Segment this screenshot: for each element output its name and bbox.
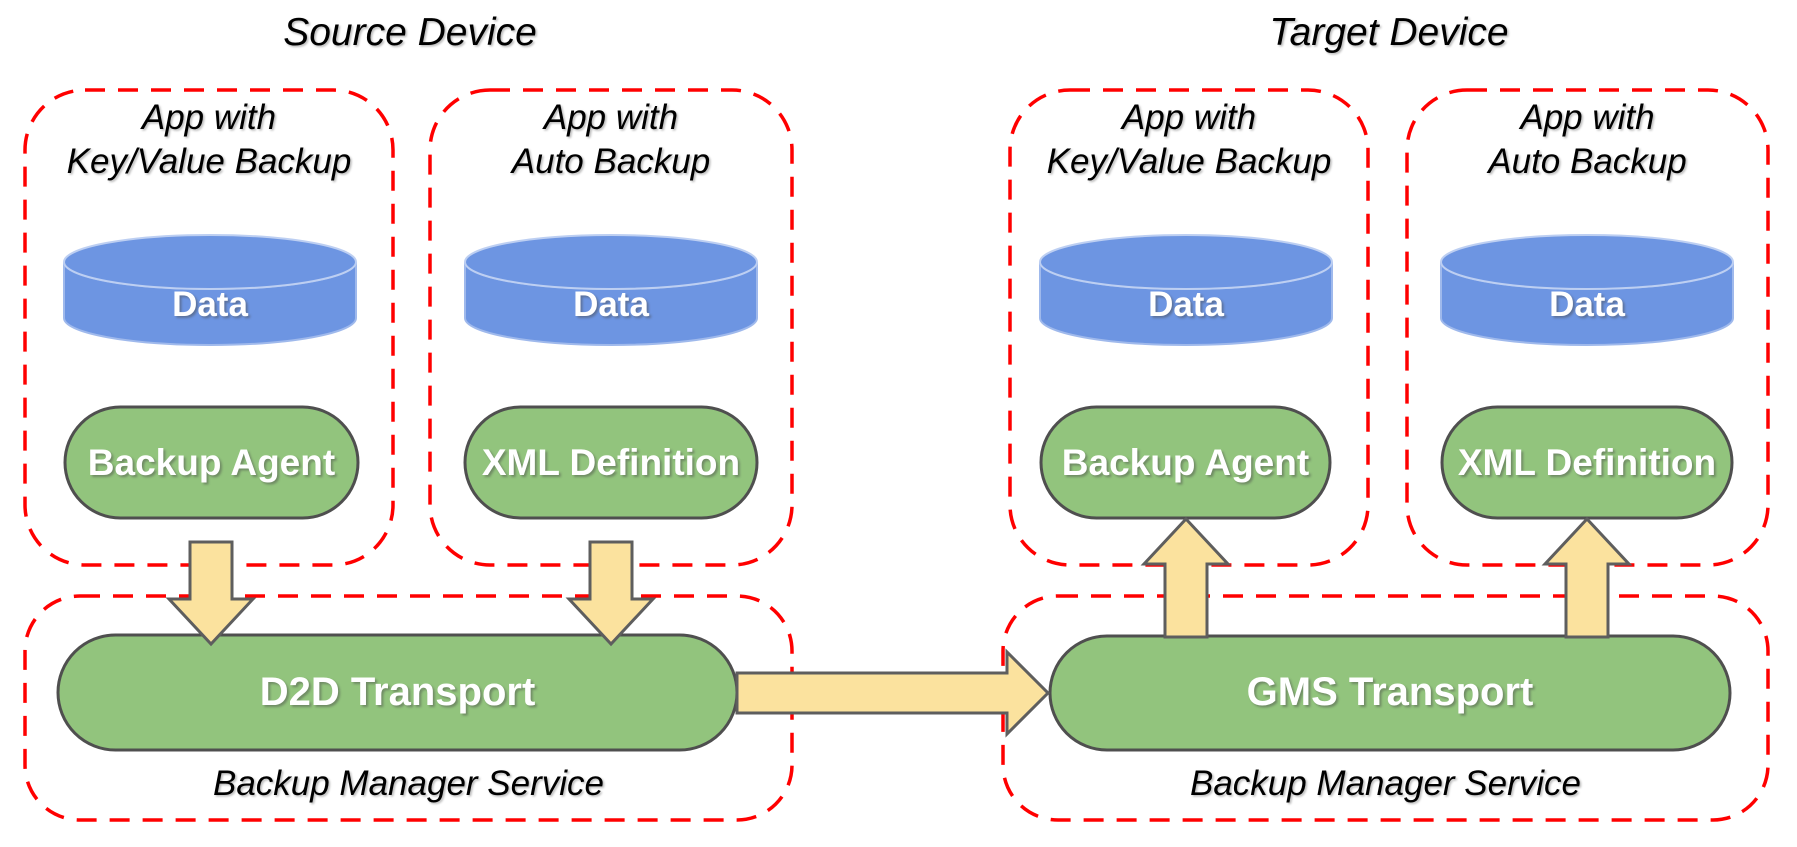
source-device-title: Source Device	[283, 11, 537, 54]
target-backup-manager-label: Backup Manager Service	[1189, 763, 1582, 803]
target-backup-manager-box	[1001, 594, 1770, 822]
target-data-label-keyvalue: Data	[1148, 285, 1224, 324]
down-arrow-xml-definition	[565, 540, 657, 647]
source-xml-definition-node	[463, 405, 759, 520]
transport-arrow-d2d-to-gms	[735, 648, 1051, 738]
down-arrow-backup-agent	[165, 540, 257, 647]
app-label-line1: App with	[1121, 98, 1257, 137]
data-cylinder-top	[63, 234, 357, 290]
d2d-transport-label: D2D Transport	[259, 670, 536, 714]
app-label-line1: App with	[543, 98, 679, 137]
source-data-label-auto: Data	[573, 285, 649, 324]
data-cylinder-top	[464, 234, 758, 290]
target-app-auto-label: App with Auto Backup	[1407, 96, 1768, 184]
target-backup-agent-label: Backup Agent	[1061, 441, 1310, 483]
target-app-keyvalue-label: App with Key/Value Backup	[1010, 96, 1368, 184]
app-label-line1: App with	[141, 98, 277, 137]
app-label-line1: App with	[1520, 98, 1655, 137]
gms-transport-label: GMS Transport	[1246, 670, 1534, 714]
source-app-keyvalue-label: App with Key/Value Backup	[25, 96, 393, 184]
app-label-line2: Auto Backup	[1488, 142, 1687, 182]
up-arrow-xml-definition	[1541, 516, 1633, 639]
target-data-label-auto: Data	[1549, 285, 1625, 324]
source-data-label-keyvalue: Data	[172, 285, 248, 324]
source-backup-manager-label: Backup Manager Service	[212, 763, 605, 803]
app-label-line2: Key/Value Backup	[1046, 142, 1332, 182]
app-label-line2: Key/Value Backup	[66, 142, 352, 182]
data-cylinder-top	[1440, 234, 1734, 290]
data-cylinder-top	[1039, 234, 1333, 290]
source-backup-agent-node	[63, 405, 360, 520]
source-xml-definition-label: XML Definition	[481, 441, 741, 483]
target-device-title: Target Device	[1269, 11, 1509, 54]
data-cylinders	[63, 234, 1734, 346]
app-label-line2: Auto Backup	[511, 142, 711, 182]
target-xml-definition-label: XML Definition	[1457, 441, 1717, 483]
source-backup-agent-label: Backup Agent	[87, 441, 336, 483]
up-arrow-backup-agent	[1140, 516, 1232, 639]
source-app-auto-label: App with Auto Backup	[430, 96, 792, 184]
